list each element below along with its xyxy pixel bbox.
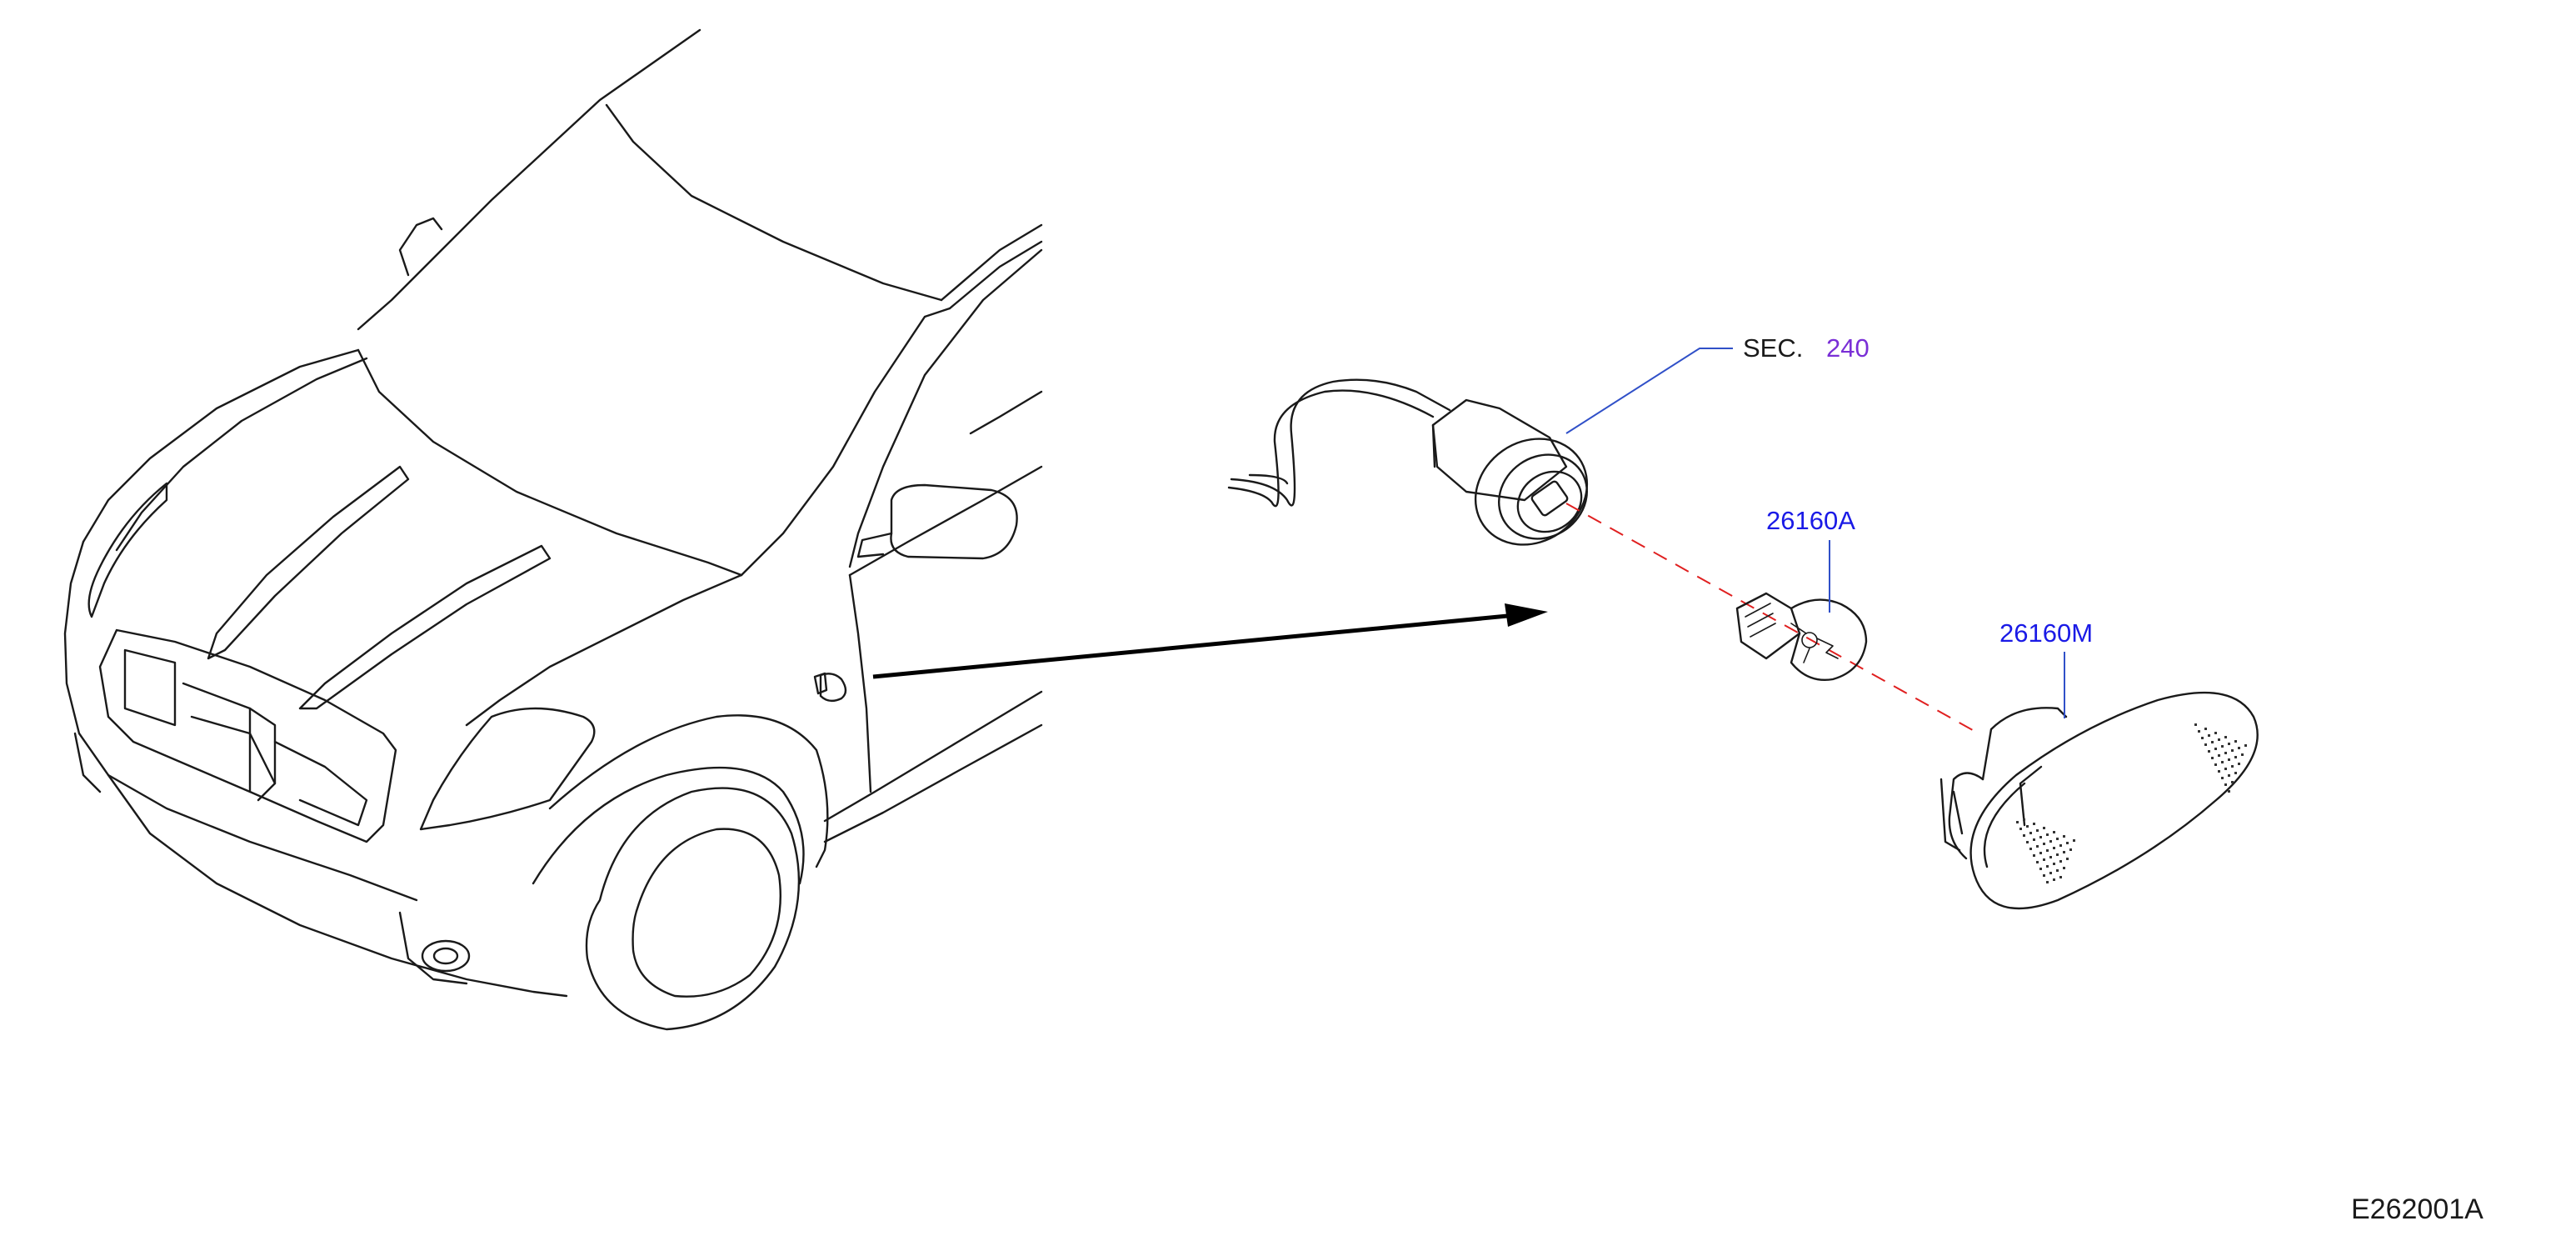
lens-texture-dot [2221,777,2224,779]
part-number-bulb[interactable]: 26160A [1766,506,1855,535]
lens-texture-dot [2033,838,2035,841]
lens-texture-dot [2231,781,2234,783]
lens-texture-dot [2066,842,2069,844]
lens-texture-dot [2053,831,2055,833]
lens-texture-dot [2063,867,2065,869]
lens-texture-dot [2201,737,2204,739]
lens-texture-dot [2241,753,2244,756]
lens-texture-dot [2224,752,2227,754]
lens-texture-dot [2214,732,2217,734]
lens-texture-dot [2036,861,2039,863]
lens-texture-dot [2016,821,2019,823]
lens-texture-dot [2224,768,2227,770]
lens-texture-dot [2053,847,2055,849]
lens-texture-dot [2204,728,2207,730]
lens-texture-dot [2029,832,2032,834]
lens-texture-dot [2063,835,2065,838]
lens-texture-dot [2056,869,2059,872]
lens-texture-dot [2033,823,2035,825]
lens-texture-dot [2023,834,2025,837]
side-marker-lamp [1939,691,2259,910]
lens-texture-dot [2231,765,2234,768]
lens-texture-dot [2234,740,2237,743]
lens-texture-dot [2049,856,2052,858]
lens-texture-dot [2039,868,2042,870]
lens-texture-dot [2198,730,2200,733]
pointer-arrow [872,603,1548,679]
lens-texture-dot [2046,833,2049,836]
lens-texture-dot [2224,736,2227,738]
lens-texture-dot [2228,743,2230,745]
connector-socket [1227,378,1589,546]
lens-texture-dot [2059,844,2062,847]
vehicle-illustration [63,28,1043,1031]
lens-texture-dot [2056,853,2059,856]
lens-texture-dot [2214,763,2217,766]
lens-texture-dot [2053,878,2055,881]
lens-texture-dot [2244,744,2247,747]
lens-texture-dot [2228,774,2230,777]
lens-texture-dot [2043,843,2045,845]
lens-texture-dot [2211,741,2214,743]
lens-texture-dot [2059,860,2062,863]
lens-texture-dot [2228,758,2230,761]
lens-texture-dot [2211,757,2214,759]
lens-texture-dot [2194,723,2197,726]
lens-texture-dot [2046,881,2049,883]
lens-texture-dot [2036,845,2039,848]
sec-prefix-label: SEC. [1743,333,1803,363]
lens-texture-dot [2033,854,2035,857]
lens-texture-dot [2043,874,2045,877]
lens-texture-dot [2043,827,2045,829]
lens-texture-dot [2063,851,2065,853]
lens-texture [2016,723,2247,883]
lens-texture-dot [2023,818,2025,821]
lens-texture-dot [2059,876,2062,878]
lens-texture-dot [2208,734,2210,737]
lens-texture-dot [2234,756,2237,758]
lens-texture-dot [2224,783,2227,786]
lens-texture-dot [2066,858,2069,860]
lens-texture-dot [2036,829,2039,832]
bulb-part [1735,592,1868,681]
alignment-line [1565,503,1979,734]
lens-texture-dot [2204,743,2207,746]
part-number-lamp[interactable]: 26160M [1999,618,2093,648]
lens-texture-dot [2214,748,2217,750]
lens-texture-dot [2221,745,2224,748]
lens-texture-dot [2238,763,2240,765]
lens-texture-dot [2046,865,2049,868]
lens-texture-dot [2026,841,2029,843]
lens-texture-dot [2049,840,2052,843]
lens-texture-dot [2218,754,2220,757]
lens-texture-dot [2039,852,2042,854]
lens-texture-dot [2069,848,2072,851]
sec-number-label[interactable]: 240 [1826,333,1870,363]
lens-texture-dot [2026,825,2029,828]
lens-texture-dot [2029,848,2032,850]
lens-texture-dot [2231,749,2234,752]
lens-texture-dot [2039,836,2042,838]
lens-texture-dot [2046,849,2049,852]
lens-texture-dot [2238,747,2240,749]
lens-texture-dot [2218,770,2220,773]
drawing-code: E262001A [2351,1193,2484,1225]
lens-texture-dot [2228,790,2230,793]
lens-texture-dot [2049,872,2052,874]
lens-texture-dot [2208,750,2210,753]
lens-texture-dot [2056,838,2059,840]
lens-texture-dot [2218,738,2220,741]
callouts: SEC. 240 26160A 26160M E262001A [1565,333,2484,1225]
lens-texture-dot [2073,839,2075,842]
lens-texture-dot [2053,863,2055,865]
lens-texture-dot [2043,858,2045,861]
lens-texture-dot [2221,761,2224,763]
lens-texture-dot [2019,828,2022,830]
lens-texture-dot [2234,772,2237,774]
